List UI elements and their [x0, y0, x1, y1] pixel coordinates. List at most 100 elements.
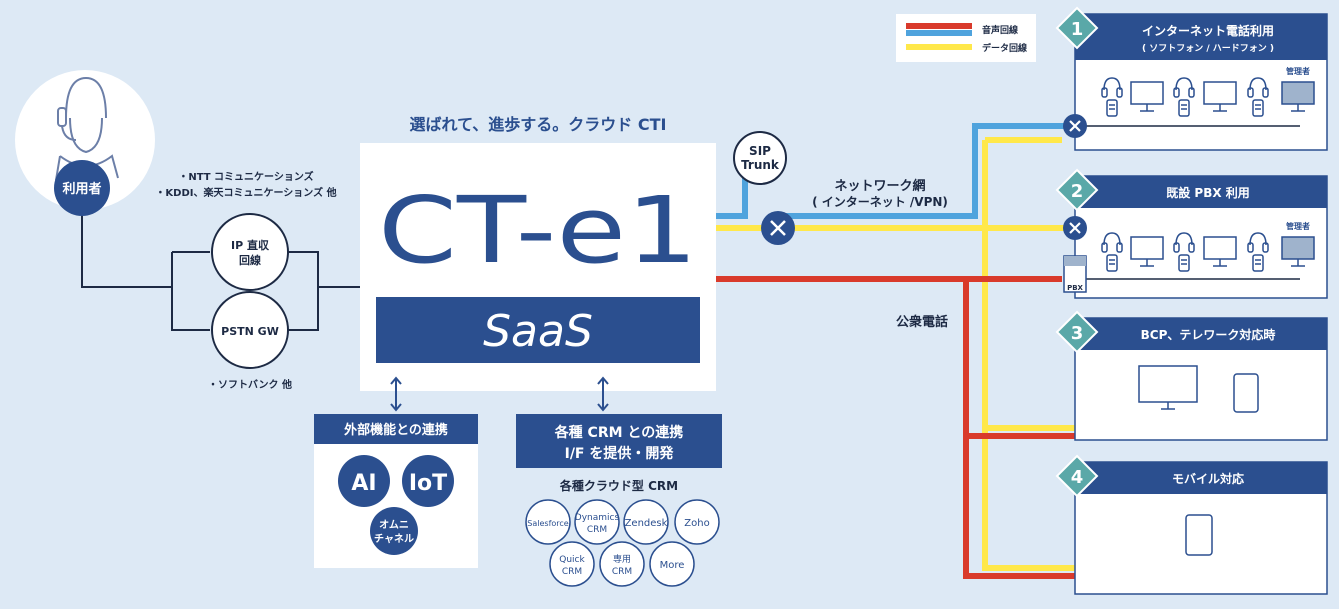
headset-phone-icon	[1101, 232, 1123, 272]
crm-item-sublabel: CRM	[612, 567, 632, 577]
ip-direct-line-1: IP 直収	[231, 238, 270, 252]
monitor-icon	[1130, 236, 1164, 267]
crm-item-circle	[525, 499, 571, 545]
pstn-node: PSTN GW	[211, 291, 289, 369]
sip-trunk-node: SIP Trunk	[733, 131, 787, 185]
router-icon	[1063, 216, 1087, 240]
network-line-2: ( インターネット /VPN)	[812, 195, 948, 209]
case-panels: 1 インターネット電話利用 ( ソフトフォン / ハードフォン ) 管理者 2 既設 PB…	[1055, 6, 1328, 595]
case-title: BCP、テレワーク対応時	[1141, 327, 1276, 342]
sip-line-1: SIP	[749, 144, 771, 158]
admin-label: 管理者	[1286, 66, 1310, 76]
crm-title-1: 各種 CRM との連携	[554, 424, 684, 441]
crm-item-label: Zoho	[684, 518, 709, 529]
monitor-icon	[1203, 81, 1237, 112]
sip-line-2: Trunk	[741, 158, 780, 172]
headset-phone-icon	[1173, 232, 1195, 272]
legend-voice-label: 音声回線	[982, 24, 1018, 36]
case-header	[1075, 462, 1327, 494]
crm-item: Zoho	[674, 499, 720, 545]
crm-item-label: Zendesk	[625, 518, 668, 529]
omni-circle	[370, 507, 418, 555]
crm-title-2: I/F を提供・開発	[565, 445, 675, 462]
legend-voice-swatch	[906, 23, 972, 29]
ai-label: AI	[351, 471, 376, 496]
crm-item-circle	[574, 499, 620, 545]
ip-direct-line-2: 回線	[239, 253, 261, 267]
network-line-blue	[716, 123, 1075, 219]
carrier-line-1: ・NTT コミュニケーションズ	[178, 170, 313, 183]
legend: 音声回線 データ回線	[896, 14, 1036, 62]
crm-item-label: Quick	[559, 555, 585, 565]
case-panel: 1 インターネット電話利用 ( ソフトフォン / ハードフォン ) 管理者	[1055, 6, 1328, 151]
case-title: 既設 PBX 利用	[1166, 185, 1250, 200]
network-router-icon	[761, 211, 795, 245]
iot-circle	[402, 455, 454, 507]
crm-item: 専用 CRM	[599, 541, 645, 587]
case-title: モバイル対応	[1172, 471, 1244, 486]
crm-item-label: 専用	[613, 553, 631, 565]
case-number-badge	[1055, 310, 1099, 354]
smartphone-icon	[1185, 514, 1213, 556]
crm-item-circle	[549, 541, 595, 587]
case-panel: 3 BCP、テレワーク対応時	[1055, 310, 1328, 441]
ip-direct-node: IP 直収 回線	[211, 213, 289, 291]
case-number: 4	[1071, 467, 1084, 488]
monitor-icon	[1281, 81, 1315, 112]
headset-phone-icon	[1247, 77, 1269, 117]
case-header	[1075, 318, 1327, 350]
crm-item-label: Dynamics	[575, 513, 620, 523]
iot-label: IoT	[409, 471, 447, 496]
case-header	[1075, 14, 1327, 60]
case-number-badge	[1055, 454, 1099, 498]
headset-phone-icon	[1247, 232, 1269, 272]
case-title: インターネット電話利用	[1142, 23, 1274, 38]
connect-arrows	[390, 376, 609, 412]
omni-line-2: チャネル	[374, 533, 414, 545]
case-number: 2	[1071, 181, 1084, 202]
crm-item-circle	[674, 499, 720, 545]
crm-item: More	[649, 541, 695, 587]
smartphone-icon	[1233, 373, 1259, 413]
tagline: 選ばれて、進歩する。クラウド CTI	[410, 115, 667, 134]
pbx-label: PBX	[1067, 284, 1083, 292]
public-phone-label: 公衆電話	[896, 314, 948, 330]
case-header	[1075, 176, 1327, 208]
crm-item-circle	[649, 541, 695, 587]
carrier-line-2: ・KDDI、楽天コミュニケーションズ 他	[155, 186, 336, 199]
user-label: 利用者	[62, 181, 101, 197]
omni-line-1: オムニ	[379, 519, 409, 531]
saas-label: SaaS	[483, 306, 593, 357]
monitor-icon	[1130, 81, 1164, 112]
headset-phone-icon	[1101, 77, 1123, 117]
external-panel: 外部機能との連携 AI IoT オムニ チャネル	[314, 414, 478, 568]
saas-band	[376, 297, 700, 363]
pbx-icon	[1063, 255, 1087, 293]
legend-box	[896, 14, 1036, 62]
crm-item: Salesforce	[525, 499, 571, 545]
crm-item-sublabel: CRM	[587, 525, 607, 535]
monitor-icon	[1203, 236, 1237, 267]
router-icon	[1063, 114, 1087, 138]
case-number: 1	[1071, 19, 1084, 40]
crm-item-label: More	[660, 560, 685, 571]
monitor-icon	[1281, 236, 1315, 267]
case-number-badge	[1055, 6, 1099, 50]
pstn-label: PSTN GW	[221, 325, 279, 338]
ai-circle	[338, 455, 390, 507]
legend-data-label: データ回線	[982, 42, 1027, 54]
user-headset-icon	[55, 76, 119, 181]
headset-phone-icon	[1173, 77, 1195, 117]
crm-panel: 各種 CRM との連携 I/F を提供・開発 各種クラウド型 CRM	[516, 414, 722, 493]
legend-data-swatch	[906, 44, 972, 50]
monitor-icon	[1138, 365, 1198, 410]
user-node: 利用者	[15, 70, 155, 216]
case-number: 3	[1071, 323, 1084, 344]
crm-item-label: Salesforce	[527, 519, 569, 528]
case-subtitle: ( ソフトフォン / ハードフォン )	[1142, 43, 1274, 54]
